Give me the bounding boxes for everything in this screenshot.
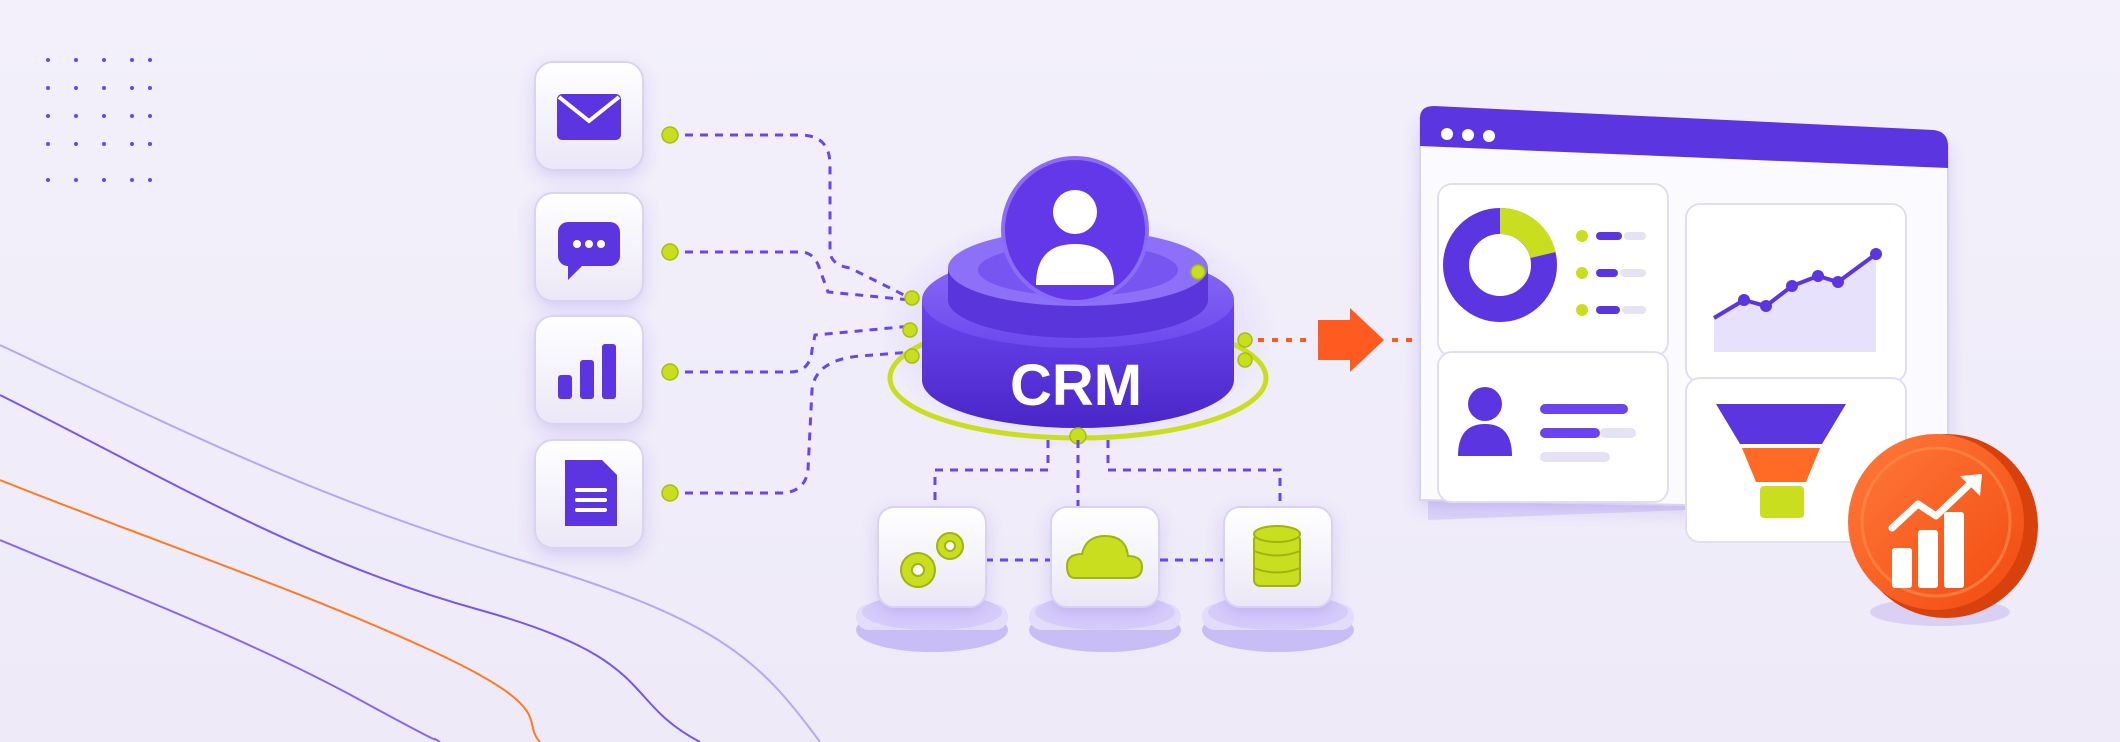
bar-chart-icon — [558, 344, 616, 399]
line-chart-panel — [1685, 203, 1907, 383]
sales-funnel-icon — [1716, 404, 1846, 518]
donut-chart-icon — [1443, 207, 1557, 322]
database-icon — [1253, 525, 1301, 587]
window-controls — [1441, 128, 1495, 142]
dot-grid-decoration — [46, 58, 152, 182]
growth-chart-icon — [1888, 474, 1982, 588]
hub-label: CRM — [1010, 353, 1142, 418]
chat-tile — [534, 192, 644, 302]
crm-hub: CRM — [878, 156, 1278, 450]
gears-icon — [900, 532, 964, 588]
wave-lines-decoration — [0, 344, 821, 742]
user-avatar-icon — [1001, 156, 1149, 304]
output-arrow — [1258, 308, 1420, 372]
cloud-icon — [1065, 534, 1144, 579]
cloud-node — [1029, 506, 1181, 652]
connector-nodes — [661, 126, 679, 502]
line-chart-icon — [1712, 248, 1882, 352]
dashboard-window — [1419, 106, 1949, 543]
input-channel-column — [534, 61, 644, 549]
chat-icon — [558, 222, 620, 280]
user-profile-panel — [1437, 351, 1669, 503]
channel-connectors — [670, 133, 913, 495]
donut-panel — [1437, 183, 1669, 357]
email-icon — [557, 94, 621, 140]
document-icon — [565, 460, 617, 526]
service-node-row — [856, 506, 1354, 652]
document-tile — [534, 439, 644, 549]
email-tile — [534, 61, 644, 171]
growth-badge — [1848, 434, 2038, 626]
database-node — [1202, 506, 1354, 652]
gears-node — [856, 506, 1008, 652]
bar-chart-tile — [534, 315, 644, 425]
user-profile-icon — [1458, 387, 1512, 456]
